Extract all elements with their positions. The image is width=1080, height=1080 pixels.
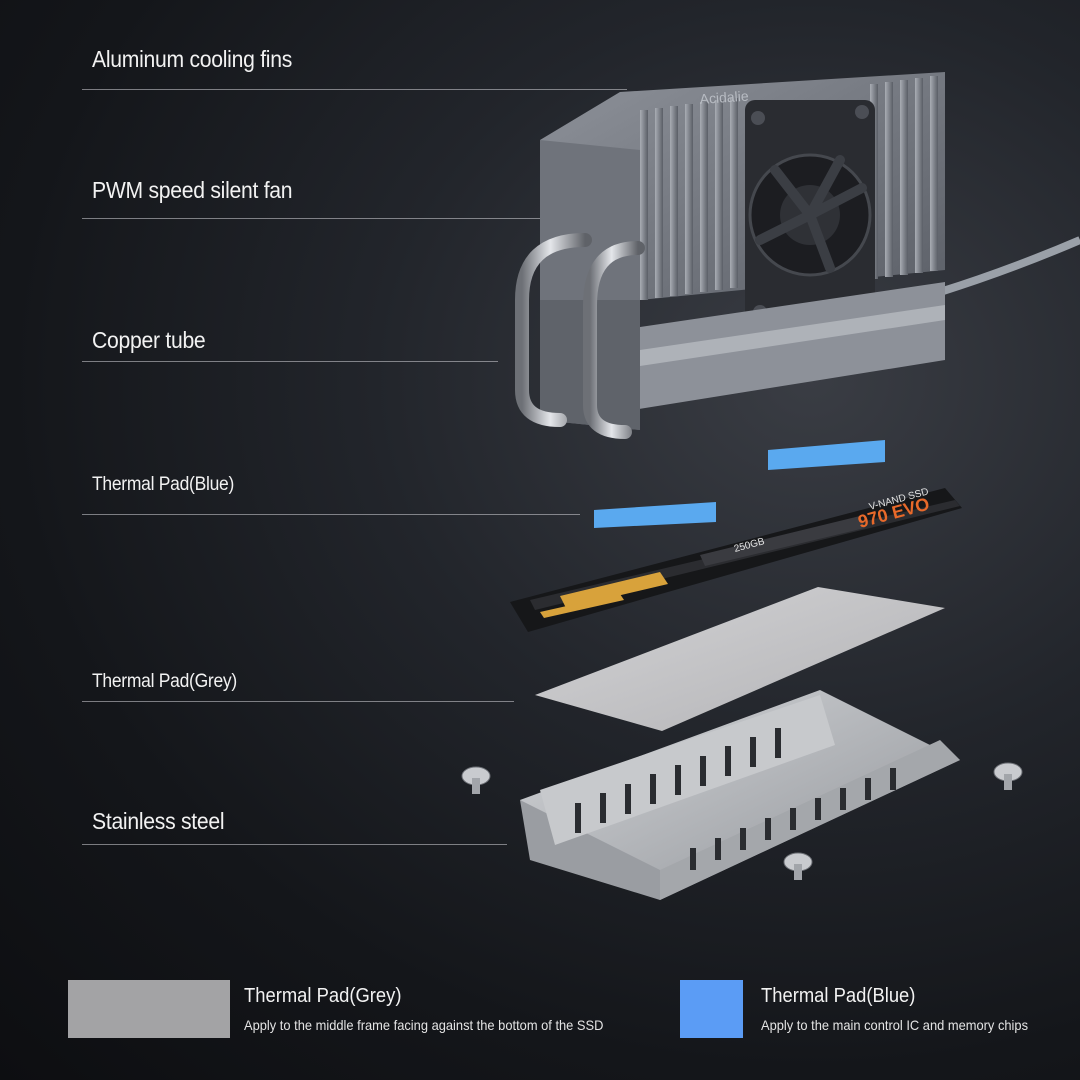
legend-swatch-grey: [68, 980, 230, 1038]
legend-title-blue: Thermal Pad(Blue): [761, 985, 916, 1007]
legend-swatch-blue: [680, 980, 743, 1038]
label-thermal-pad-grey: Thermal Pad(Grey): [92, 671, 237, 692]
legend-desc-blue: Apply to the main control IC and memory …: [761, 1017, 1029, 1033]
screw-right: [993, 762, 1023, 790]
label-pwm-fan: PWM speed silent fan: [92, 177, 293, 203]
fan-cable: [938, 236, 1080, 296]
screw-left: [461, 766, 491, 794]
leader-line-copper: [82, 361, 498, 362]
thermal-pad-blue-2: [594, 502, 716, 528]
label-copper-tube: Copper tube: [92, 327, 206, 353]
copper-heat-pipes: [515, 233, 645, 439]
screw-bottom: [783, 852, 813, 880]
cooling-fins-left: [640, 98, 738, 300]
label-stainless-steel: Stainless steel: [92, 808, 225, 834]
leader-line-steel: [82, 844, 507, 845]
leader-line-pad-grey: [82, 701, 514, 702]
brand-logo-heatsink: Acidalie: [699, 88, 749, 107]
label-thermal-pad-blue: Thermal Pad(Blue): [92, 474, 235, 495]
m2-ssd: 970 EVO V-NAND SSD 250GB: [510, 486, 962, 632]
stainless-steel-frame: [520, 690, 960, 900]
thermal-pad-grey: [535, 587, 945, 731]
label-aluminum-cooling-fins: Aluminum cooling fins: [92, 46, 293, 72]
aluminum-heatsink: Acidalie: [540, 72, 945, 430]
leader-line-fan: [82, 218, 694, 219]
legend-desc-grey: Apply to the middle frame facing against…: [244, 1017, 604, 1033]
exploded-heatsink-illustration: Acidalie 970 EVO V-NAND SSD 250GB: [461, 72, 1080, 900]
leader-line-fins: [82, 89, 627, 90]
pwm-fan: [745, 100, 875, 335]
leader-line-pad-blue: [82, 514, 580, 515]
legend-title-grey: Thermal Pad(Grey): [244, 985, 402, 1007]
thermal-pad-blue-1: [768, 440, 885, 470]
